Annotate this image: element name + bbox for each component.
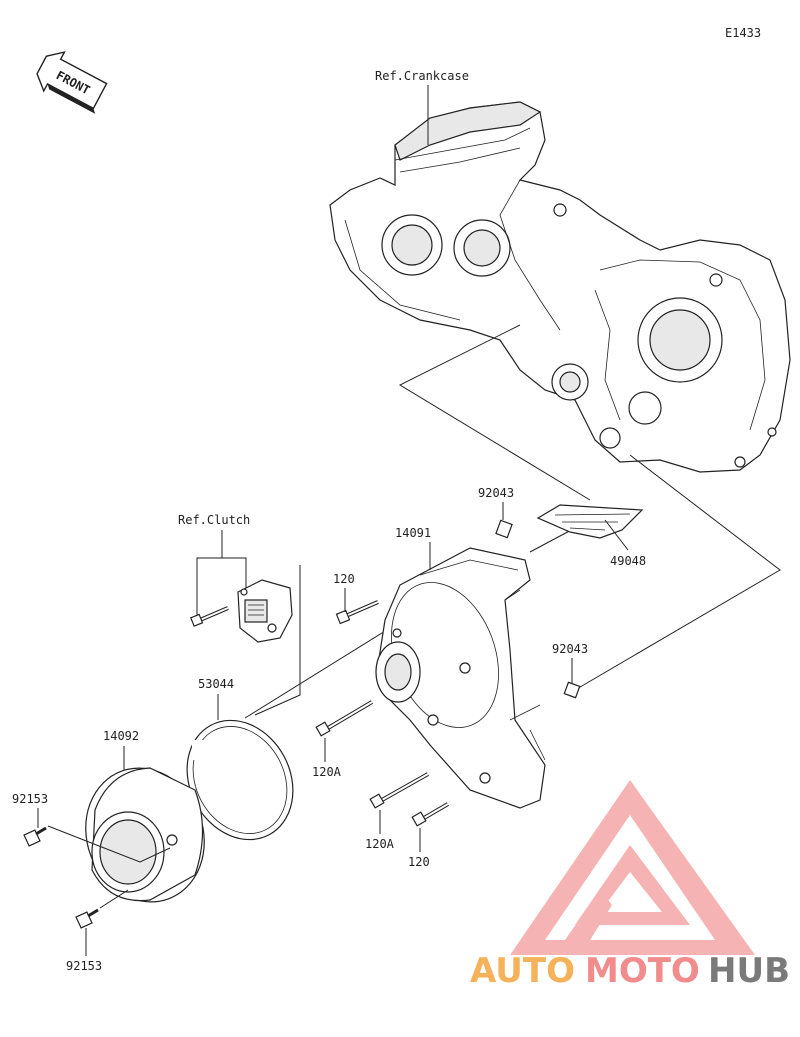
guide-line-1 [398,324,591,501]
crankcase-assembly [329,101,791,473]
watermark-logo [510,780,755,955]
ref-crankcase-label: Ref.Crankcase [375,69,469,83]
gasket-49048 [536,504,644,539]
ref-clutch-leader-b [222,557,247,590]
bolt-120A-1 [315,700,374,737]
cover-14091 [375,547,546,809]
guide-line-2 [574,454,781,691]
front-arrow-icon: FRONT [36,51,108,114]
label-14092: 14092 [103,729,139,743]
diagram-code: E1433 [725,26,761,40]
bolt-120-bottom [411,802,450,827]
label-120-bottom: 120 [408,855,430,869]
dowel-pin-92043-top [495,519,513,539]
bolt-120-top [335,600,379,625]
ref-clutch-leader-a [196,530,223,615]
label-92043-mid: 92043 [552,642,588,656]
bolt-120A-2 [369,772,429,809]
label-92043-top: 92043 [478,486,514,500]
label-120A-1: 120A [312,765,342,779]
watermark-hub: HUB [708,951,790,991]
screw-guide-bottom [99,889,129,909]
clutch-release-part [237,579,293,643]
dowel-pin-92043-mid [563,681,581,699]
screw-92153-top [23,826,47,847]
label-49048: 49048 [610,554,646,568]
label-120A-2: 120A [365,837,395,851]
cover-14092 [85,767,205,903]
guide-line-3 [254,565,301,716]
guide-line-4 [244,627,391,719]
watermark-auto: AUTO [470,951,575,991]
ref-clutch-label: Ref.Clutch [178,513,250,527]
guide-line-5 [529,527,576,553]
clutch-bolt [190,606,229,627]
label-53044: 53044 [198,677,234,691]
screw-guide-top [47,825,171,863]
watermark-text: AUTO MOTO HUB [470,951,790,991]
label-14091: 14091 [395,526,431,540]
label-120-top: 120 [333,572,355,586]
label-92153-top: 92153 [12,792,48,806]
leader-49048 [604,519,629,551]
screw-92153-bottom [75,908,99,929]
watermark-moto: MOTO [585,951,700,991]
label-92153-bottom: 92153 [66,959,102,973]
